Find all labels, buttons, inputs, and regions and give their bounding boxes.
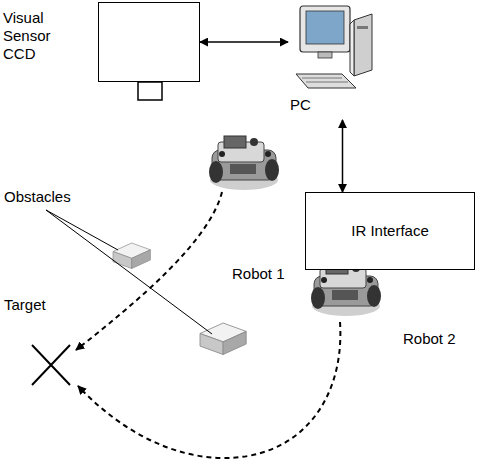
camera-lens [138,82,162,100]
leader-line [46,210,212,334]
interface-box: IR Interface [305,192,475,270]
callout-label: Obstacles [4,188,71,206]
node-text: PC [290,96,311,114]
pc-icon [296,6,372,88]
target-cross [32,345,70,385]
obstacle-block [200,323,246,355]
connector-arrow [200,41,288,43]
robot-label: Robot 2 [403,330,456,348]
robot-path [78,322,340,458]
node-text: IR Interface [351,222,429,240]
robot-label: Robot 1 [232,265,285,283]
callout-label: Target [4,296,46,314]
robot-path [76,192,222,350]
robot-picture [311,262,381,316]
robot-picture [209,136,279,190]
pc-node: PC [288,4,380,120]
camera-box: Visual Sensor CCD [98,2,200,82]
node-text: Visual Sensor CCD [3,9,65,63]
connector-arrow [342,120,344,192]
